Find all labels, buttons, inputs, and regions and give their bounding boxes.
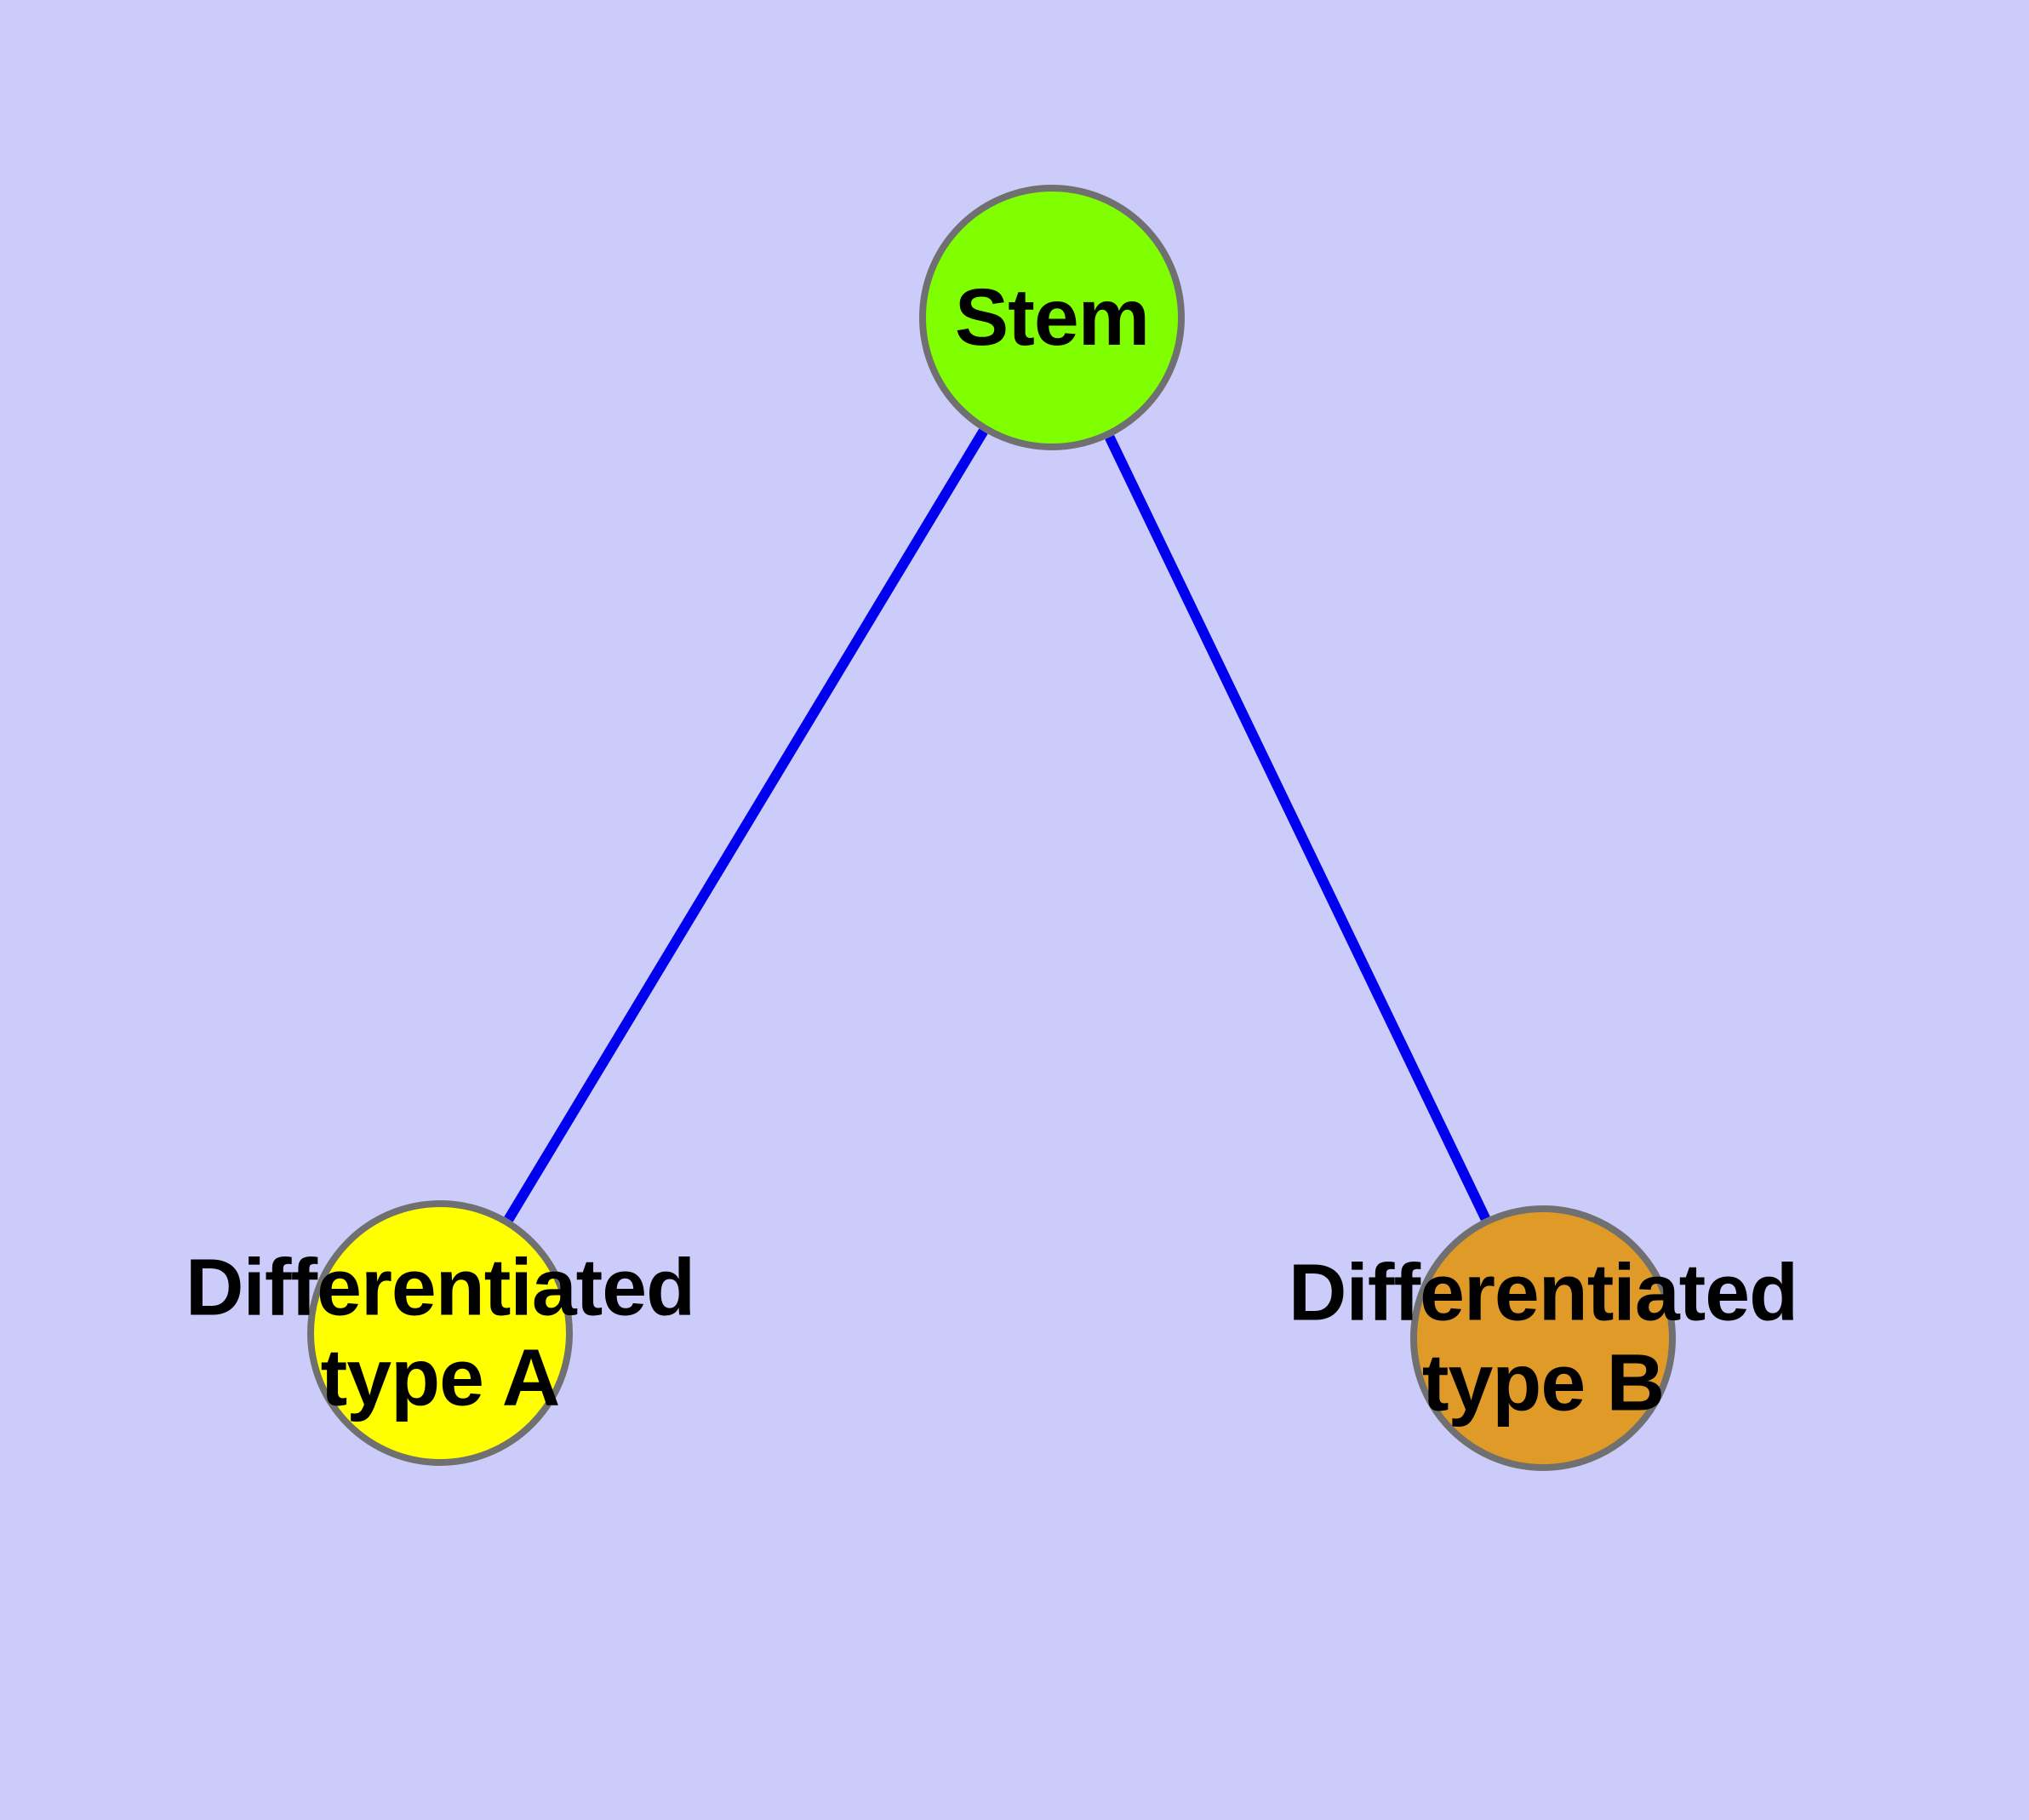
edges-group: [504, 428, 1490, 1222]
nodes-group: [307, 185, 1676, 1471]
node-stem[interactable]: [919, 185, 1185, 450]
edge-stem-to-type-b[interactable]: [1105, 434, 1490, 1222]
node-type_a[interactable]: [307, 1200, 573, 1466]
edge-stem-to-type-a[interactable]: [504, 428, 988, 1222]
node-type_b[interactable]: [1410, 1205, 1676, 1471]
